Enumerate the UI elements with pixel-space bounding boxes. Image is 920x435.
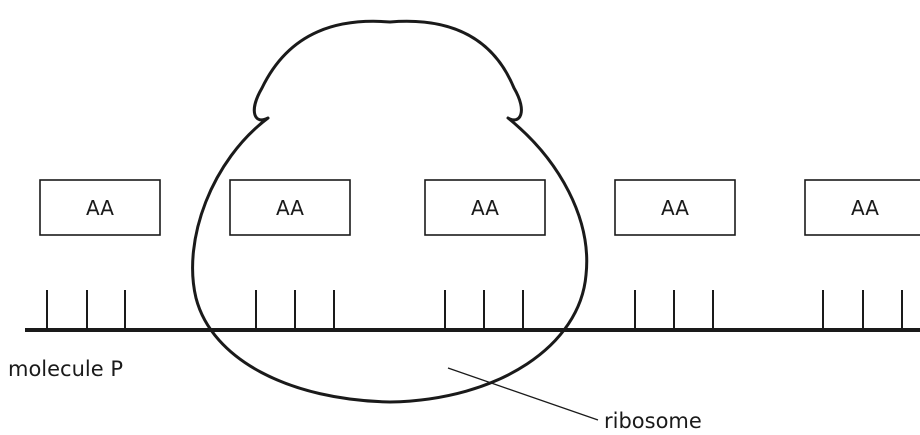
- codon-group-3: [444, 290, 524, 330]
- amino-acid-box: [614, 179, 736, 236]
- amino-acid-box: [229, 179, 351, 236]
- codon-group-1: [46, 290, 126, 330]
- ribosome-label: ribosome: [604, 409, 702, 433]
- amino-acid-label: AA: [851, 196, 879, 220]
- amino-acid-box: [39, 179, 161, 236]
- amino-acid-label: AA: [471, 196, 499, 220]
- codon-group-5: [822, 290, 903, 330]
- amino-acid-4: AA: [614, 179, 736, 236]
- amino-acid-2: AA: [229, 179, 351, 236]
- codon-group-2: [255, 290, 335, 330]
- amino-acid-box: [424, 179, 546, 236]
- amino-acid-label: AA: [276, 196, 304, 220]
- amino-acid-label: AA: [661, 196, 689, 220]
- molecule-p-label: molecule P: [8, 357, 123, 381]
- amino-acid-label: AA: [86, 196, 114, 220]
- ribosome-outline: [191, 19, 589, 404]
- ribosome-leader-line: [447, 367, 599, 421]
- codon-group-4: [634, 290, 714, 330]
- amino-acid-1: AA: [39, 179, 161, 236]
- amino-acid-box: [804, 179, 920, 236]
- amino-acid-5: AA: [804, 179, 920, 236]
- amino-acid-3: AA: [424, 179, 546, 236]
